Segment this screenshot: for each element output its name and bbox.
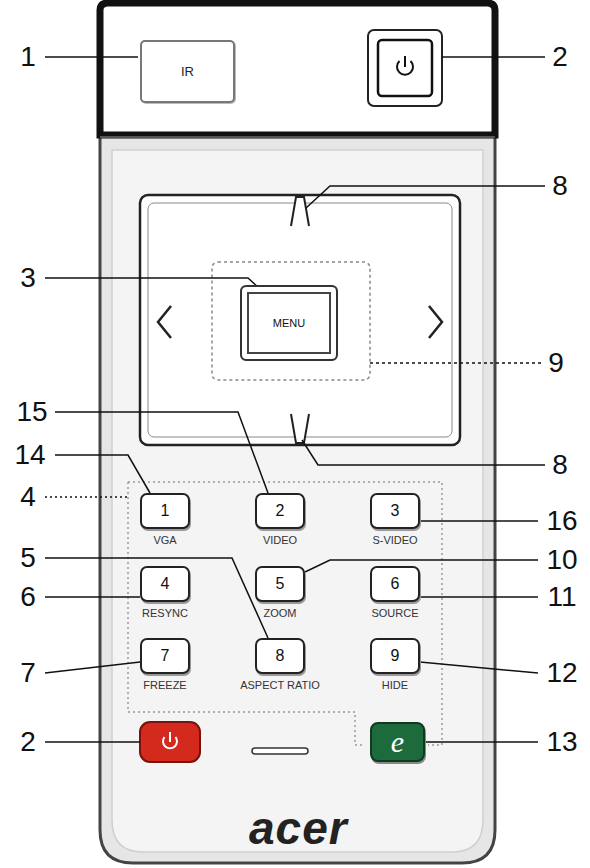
callout-number: 6 [3, 581, 53, 613]
callout-number: 8 [535, 449, 585, 481]
key-function-label: VGA [153, 534, 176, 547]
key-function-label: FREEZE [143, 679, 186, 692]
number-group-outline [128, 482, 442, 745]
leader-line [45, 278, 272, 300]
leader-line [420, 662, 538, 673]
callout-number: 16 [537, 505, 587, 537]
button-label: 6 [391, 575, 400, 593]
leader-line [45, 558, 268, 638]
number-key: 5ZOOM [255, 566, 305, 602]
callout-number: 4 [3, 481, 53, 513]
button-label: 9 [391, 647, 400, 665]
remote-body [100, 3, 495, 863]
leader-line [45, 596, 140, 598]
callout-number: 14 [5, 439, 55, 471]
leader-line [442, 56, 545, 58]
number-key: 1VGA [140, 493, 190, 529]
power-button-outer [368, 30, 442, 106]
key-function-label: RESYNC [142, 607, 188, 620]
button-label: 5 [276, 575, 285, 593]
leader-line [306, 186, 545, 208]
leader-line [370, 362, 543, 364]
right-arrow [429, 306, 442, 338]
number-key: 4RESYNC [140, 566, 190, 602]
power-icon [404, 56, 406, 67]
key-function-label: VIDEO [263, 534, 297, 547]
leader-line [45, 741, 140, 743]
frame-divider [100, 136, 495, 138]
leader-line [55, 455, 150, 493]
leader-line [425, 741, 538, 743]
callout-number: 3 [3, 262, 53, 294]
empowering-key: e [370, 722, 425, 762]
leader-line [302, 440, 545, 465]
leader-line [420, 596, 538, 598]
key-function-label: ASPECT RATIO [240, 679, 320, 692]
leader-lines [45, 57, 545, 742]
button-label: 7 [161, 647, 170, 665]
key-function-label: HIDE [382, 679, 408, 692]
button-label: 3 [391, 502, 400, 520]
button-label: IR [181, 64, 194, 79]
leader-line [55, 412, 268, 493]
key-function-label: S-VIDEO [372, 534, 417, 547]
key-function-label: SOURCE [371, 607, 418, 620]
ir-button: IR [140, 40, 235, 103]
callout-number: 13 [537, 726, 587, 758]
button-label: 4 [161, 575, 170, 593]
power-button [378, 40, 432, 96]
remote-top-frame [100, 3, 495, 135]
nav-group-outline [212, 262, 370, 380]
dpad-frame [140, 195, 460, 445]
ir-slot [252, 748, 308, 754]
number-key: 7FREEZE [140, 638, 190, 674]
key-function-label: ZOOM [264, 607, 297, 620]
callout-number: 11 [537, 581, 587, 613]
number-key: 3S-VIDEO [370, 493, 420, 529]
up-arrow [291, 197, 309, 226]
callout-number: 2 [3, 726, 53, 758]
leader-line [45, 662, 140, 673]
menu-button: MENU [240, 285, 338, 361]
down-arrow [291, 414, 309, 443]
button-label: e [391, 727, 404, 757]
callout-number: 15 [7, 396, 57, 428]
button-label: 2 [276, 502, 285, 520]
power-icon [169, 732, 171, 742]
leader-line [420, 520, 538, 522]
callout-number: 7 [3, 657, 53, 689]
power-button-red [140, 722, 200, 762]
callout-number: 5 [3, 542, 53, 574]
button-label: 8 [276, 647, 285, 665]
dpad-inner [148, 203, 452, 437]
callout-number: 12 [537, 657, 587, 689]
callout-number: 9 [531, 347, 581, 379]
left-arrow [158, 306, 171, 338]
button-label: MENU [273, 317, 305, 329]
number-key: 2VIDEO [255, 493, 305, 529]
callout-number: 2 [535, 41, 585, 73]
brand-logo: acer [249, 803, 348, 853]
leader-line [45, 496, 128, 498]
button-label: 1 [161, 502, 170, 520]
leader-line [305, 560, 538, 572]
number-key: 9HIDE [370, 638, 420, 674]
callout-number: 8 [535, 170, 585, 202]
number-key: 8ASPECT RATIO [255, 638, 305, 674]
leader-line [45, 56, 138, 58]
callout-number: 1 [3, 41, 53, 73]
callout-number: 10 [537, 544, 587, 576]
number-key: 6SOURCE [370, 566, 420, 602]
face-plate [112, 150, 483, 852]
